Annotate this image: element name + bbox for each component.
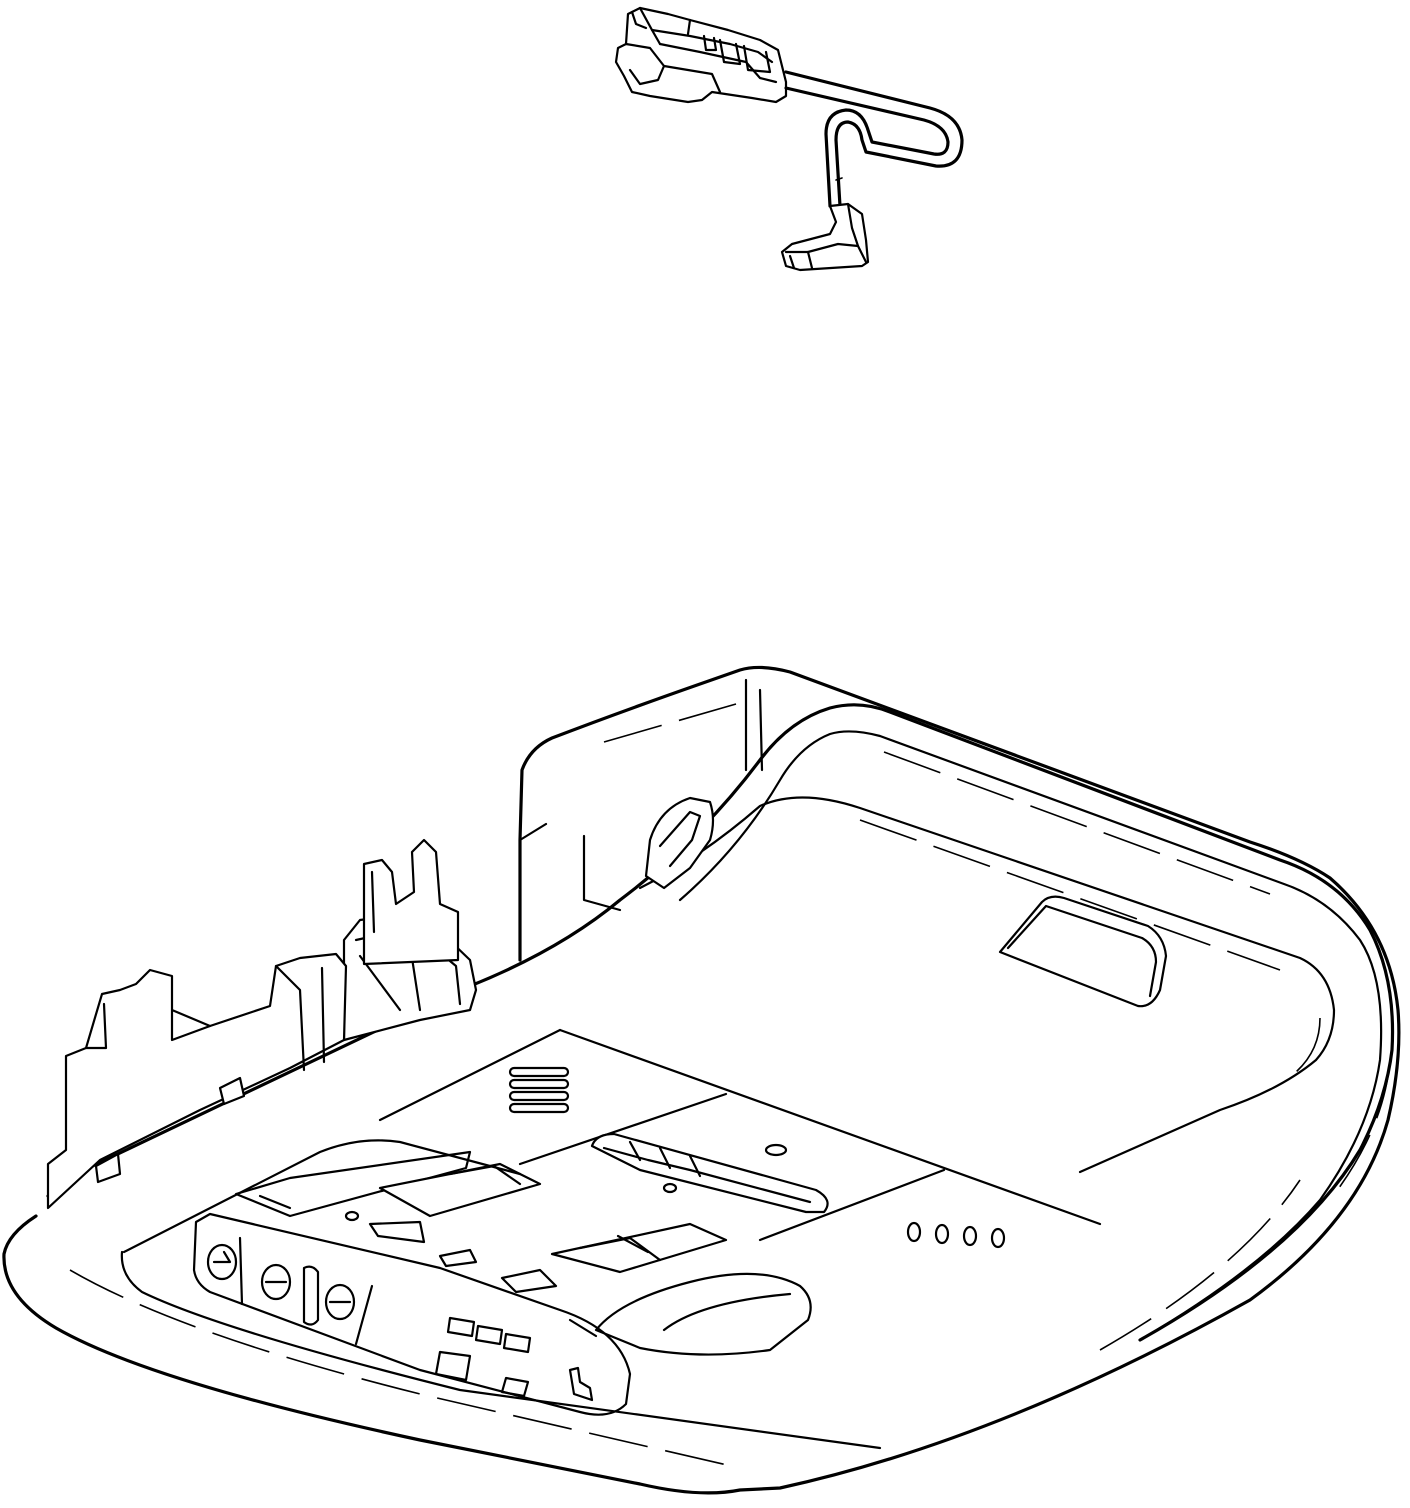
round-buttons (206, 1243, 356, 1326)
oval-buttons (906, 1221, 1006, 1249)
speaker-grille (508, 1066, 570, 1114)
harness-icon (614, 6, 964, 272)
map-light (590, 1132, 829, 1214)
console-inner-bezel (46, 703, 1395, 1342)
sunglass-holder (998, 895, 1168, 1008)
mount-clip (644, 796, 715, 890)
harness-terminal (780, 202, 870, 272)
harness-cable (784, 70, 964, 210)
square-buttons (434, 1316, 594, 1402)
dome-lamp (594, 1272, 812, 1356)
wall-slot (94, 1152, 122, 1184)
wall-slot (218, 1076, 246, 1106)
side-wall (46, 952, 348, 1210)
console-outer-bezel (2, 665, 1401, 1495)
console-icon (2, 665, 1401, 1495)
